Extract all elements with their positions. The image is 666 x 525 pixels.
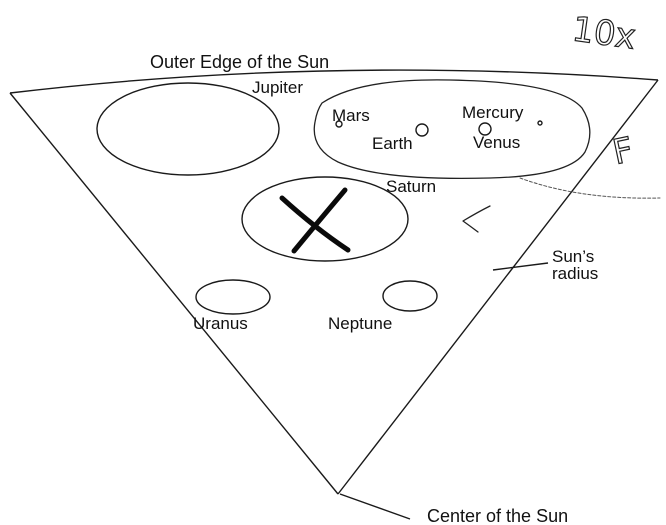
center-label: Center of the Sun (427, 506, 568, 525)
suns-radius-leader-line (493, 263, 548, 270)
loop-tail (520, 178, 660, 198)
uranus-circle (196, 280, 270, 314)
neptune-circle (383, 281, 437, 311)
earth-label: Earth (372, 134, 413, 153)
mercury-label: Mercury (462, 103, 524, 122)
venus-label: Venus (473, 133, 520, 152)
jupiter-label: Jupiter (252, 78, 303, 97)
mars-label: Mars (332, 106, 370, 125)
inner-planets-handdrawn-loop (314, 80, 590, 179)
saturn-circle (242, 177, 408, 261)
suns-radius-label-line2: radius (552, 264, 598, 283)
uranus-label: Uranus (193, 314, 248, 333)
saturn-label: Saturn (386, 177, 436, 196)
sun-radius-left-edge (10, 93, 338, 494)
handwritten-side-note: F (609, 130, 636, 173)
earth-circle (416, 124, 428, 136)
mercury-circle (538, 121, 542, 125)
outer-edge-label: Outer Edge of the Sun (150, 52, 329, 72)
neptune-label: Neptune (328, 314, 392, 333)
center-leader-line (340, 494, 410, 519)
handwritten-check-mark (463, 206, 490, 232)
jupiter-circle (97, 83, 279, 175)
sun-outer-edge-arc (10, 70, 658, 93)
handwritten-10x-note: 10x (570, 9, 638, 57)
